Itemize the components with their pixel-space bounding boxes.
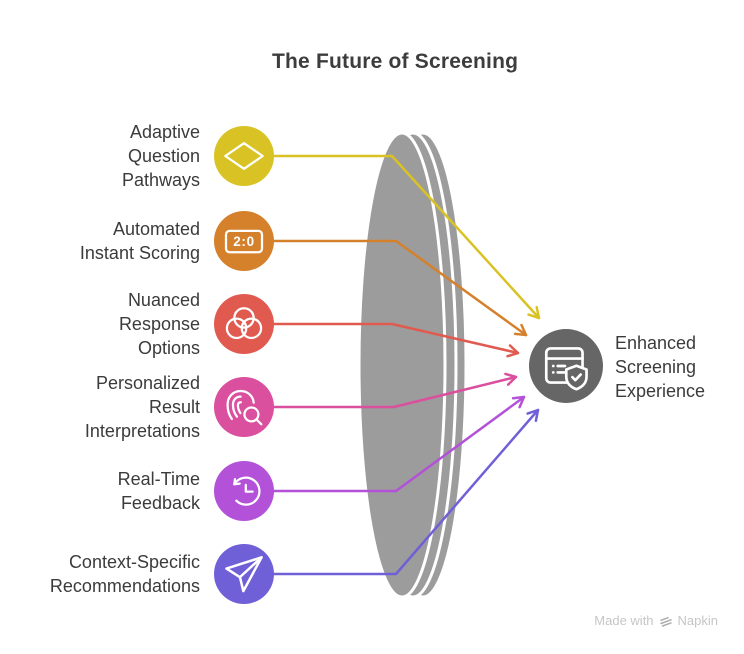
- page-title: The Future of Screening: [272, 50, 519, 73]
- arrow-personalized-result-interpretations: [268, 375, 518, 409]
- arrow-real-time-feedback-head: [511, 395, 526, 409]
- arrow-automated-instant-scoring-head: [513, 323, 528, 337]
- arrow-nuanced-response-options: [268, 322, 520, 355]
- report-shield-icon: [544, 347, 588, 391]
- arrow-context-specific-recommendations-head: [526, 408, 540, 423]
- item-label-context-specific-recommendations: Context-Specific Recommendations: [49, 552, 200, 596]
- scoreboard-score-text: 2:0: [233, 234, 255, 249]
- arrow-adaptive-question-pathways-head: [527, 305, 541, 320]
- item-label-personalized-result-interpretations: Personalized Result Interpretations: [84, 373, 200, 441]
- arrow-context-specific-recommendations: [268, 408, 540, 576]
- diamond-icon: [224, 142, 264, 170]
- arrow-personalized-result-interpretations-head: [504, 372, 518, 386]
- watermark: Made with Napkin: [594, 613, 718, 628]
- arrow-adaptive-question-pathways: [268, 154, 541, 320]
- venn-diagram-icon: [225, 307, 263, 340]
- item-label-adaptive-question-pathways: Adaptive Question Pathways: [121, 122, 200, 190]
- arrow-automated-instant-scoring: [268, 239, 528, 337]
- fingerprint-search-icon: [226, 389, 263, 426]
- watermark-prefix: Made with: [594, 613, 654, 628]
- result-icon-enhanced-screening-experience: [529, 329, 603, 403]
- item-icon-personalized-result-interpretations: [214, 377, 274, 437]
- funnel-lens: [357, 131, 468, 599]
- send-icon: [225, 556, 263, 593]
- item-label-nuanced-response-options: Nuanced Response Options: [118, 290, 200, 358]
- connector-arrows: [268, 154, 541, 576]
- arrow-real-time-feedback: [268, 395, 526, 493]
- item-label-automated-instant-scoring: Automated Instant Scoring: [79, 219, 200, 263]
- item-icon-adaptive-question-pathways: [214, 126, 274, 186]
- item-icon-real-time-feedback: [214, 461, 274, 521]
- scoreboard-icon: 2:0: [224, 229, 264, 254]
- item-icon-nuanced-response-options: [214, 294, 274, 354]
- history-clock-icon: [233, 476, 261, 506]
- item-icon-automated-instant-scoring: 2:0: [214, 211, 274, 271]
- lens-ellipse-front: [357, 131, 447, 599]
- item-label-real-time-feedback: Real-Time Feedback: [117, 469, 200, 513]
- result-label-enhanced-screening-experience: Enhanced Screening Experience: [615, 333, 706, 401]
- arrow-nuanced-response-options-head: [506, 344, 520, 358]
- watermark-brand: Napkin: [677, 613, 718, 628]
- item-icon-context-specific-recommendations: [214, 544, 274, 604]
- napkin-logo-icon: [659, 616, 672, 627]
